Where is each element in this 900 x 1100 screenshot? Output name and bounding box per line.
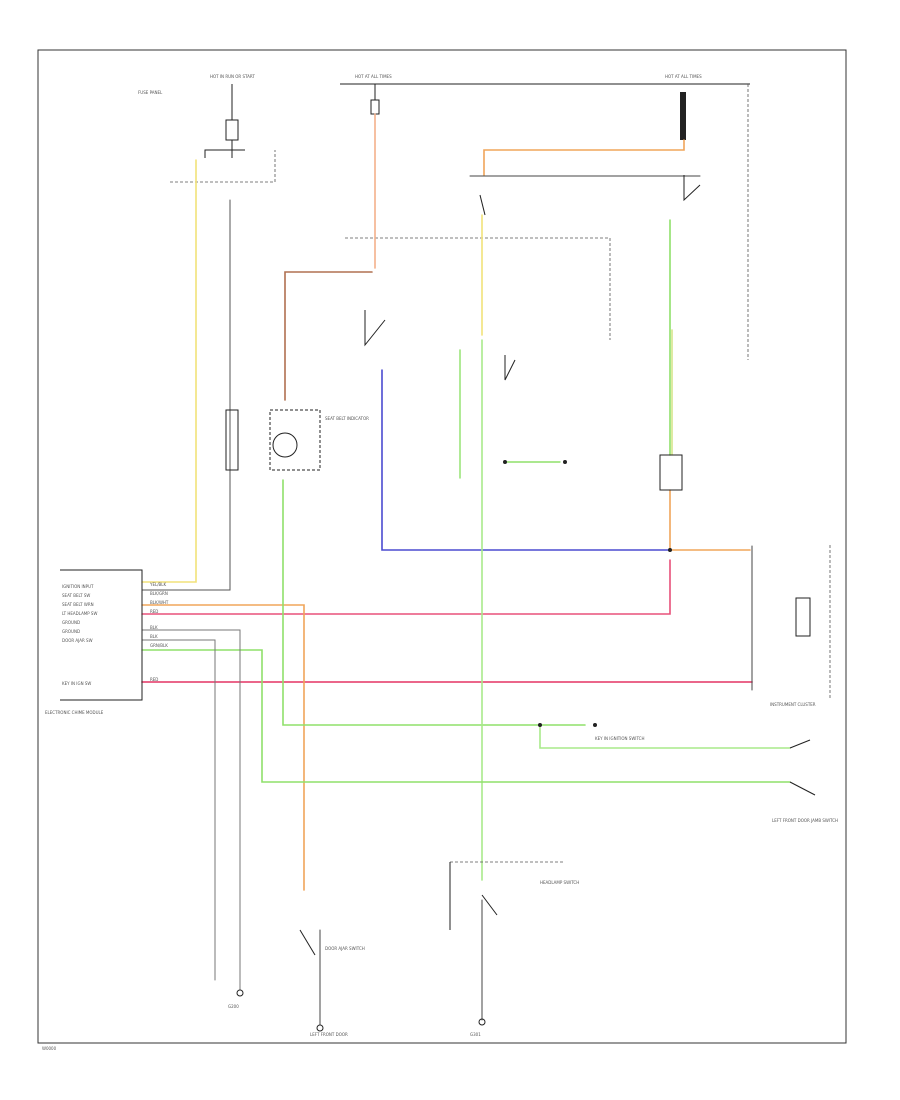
- headlamp-switch-label: HEADLAMP SWITCH: [540, 880, 579, 885]
- junctions: [503, 460, 672, 727]
- label-hot-all-center: HOT AT ALL TIMES: [355, 74, 392, 79]
- label-fuse-panel: FUSE PANEL: [138, 90, 163, 95]
- label-hot-run: HOT IN RUN OR START: [210, 74, 255, 79]
- fuse-group-left: HOT IN RUN OR START FUSE PANEL: [138, 74, 276, 183]
- door-switch-left-label: DOOR AJAR SWITCH: [325, 946, 365, 951]
- wire-code-3: RED: [150, 609, 158, 614]
- grounds: G200 G301 LEFT FRONT DOOR: [228, 989, 486, 1037]
- pin-label-2: SEAT BELT WRN: [62, 602, 94, 607]
- indicator-label: SEAT BELT INDICATOR: [325, 416, 369, 421]
- fusible-link: [680, 92, 686, 140]
- instrument-cluster-connector: INSTRUMENT CLUSTER: [770, 545, 831, 707]
- fuse-center: HOT AT ALL TIMES: [340, 74, 750, 115]
- module-title: ELECTRONIC CHIME MODULE: [45, 710, 104, 715]
- pin-label-6: DOOR AJAR SW: [62, 638, 93, 643]
- wire-code-2: BLK/WHT: [150, 600, 169, 605]
- fuse-right: HOT AT ALL TIMES: [665, 74, 749, 360]
- ground-bottom-label: LEFT FRONT DOOR: [310, 1032, 348, 1037]
- wire-green-door2: [141, 649, 791, 783]
- cluster-label: INSTRUMENT CLUSTER: [770, 702, 816, 707]
- wire-code-4: BLK: [150, 625, 158, 630]
- wire-orange-top: [483, 139, 685, 176]
- diagram-frame: [37, 49, 847, 1044]
- door-switch-right-label: LEFT FRONT DOOR JAMB SWITCH: [772, 818, 838, 823]
- pin-label-0: IGNITION INPUT: [62, 584, 94, 589]
- pin-label-5: GROUND: [62, 629, 80, 634]
- ground-left-label: G200: [228, 1004, 239, 1009]
- wire-green-door1: [539, 724, 791, 749]
- wire-code-7: RED: [150, 677, 158, 682]
- wire-blue: [381, 369, 671, 551]
- indicator-lamps: SEAT BELT INDICATOR: [225, 409, 369, 471]
- wire-yellow-left: [141, 159, 197, 583]
- wire-gray-ground1: [141, 629, 241, 991]
- ground-center-label: G301: [470, 1032, 481, 1037]
- key-switch-label: KEY IN IGNITION SWITCH: [595, 736, 644, 741]
- pin-label-1: SEAT BELT SW: [62, 593, 90, 598]
- wire-code-5: BLK: [150, 634, 158, 639]
- wire-code-0: YEL/BLK: [149, 582, 167, 587]
- wire-brown: [284, 271, 373, 401]
- wire-red-upper: [141, 559, 671, 615]
- right-component: [659, 454, 683, 491]
- label-hot-all-right: HOT AT ALL TIMES: [665, 74, 702, 79]
- wire-code-1: BLK/GRN: [150, 591, 168, 596]
- wire-black-left: [141, 199, 231, 591]
- pin-label-3: LT HEADLAMP SW: [62, 611, 97, 616]
- center-switches: [364, 175, 701, 381]
- pin-label-4: GROUND: [62, 620, 80, 625]
- wire-code-6: GRN/BLK: [150, 643, 168, 648]
- drawing-id: W0000: [42, 1046, 57, 1051]
- right-door-switches: LEFT FRONT DOOR JAMB SWITCH: [772, 739, 838, 823]
- lamp-icon: [272, 432, 298, 458]
- wires: [141, 113, 791, 1026]
- bottom-switches: HEADLAMP SWITCH DOOR AJAR SWITCH: [299, 861, 579, 956]
- wire-gray-ground2: [141, 639, 216, 981]
- wire-green-left: [282, 479, 586, 726]
- pin-label-7: KEY IN IGN SW: [62, 681, 91, 686]
- wire-orange-long: [141, 604, 305, 891]
- chime-module: IGNITION INPUT SEAT BELT SW SEAT BELT WR…: [45, 569, 169, 715]
